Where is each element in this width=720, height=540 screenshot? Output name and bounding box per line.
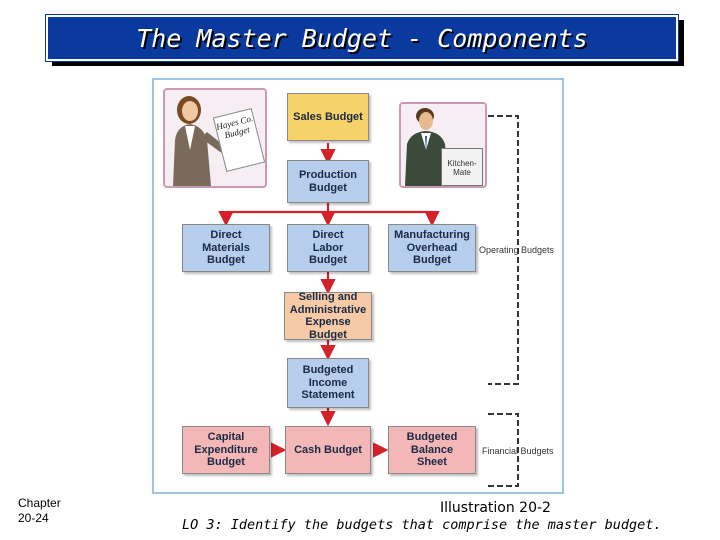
slide-title: The Master Budget - Components [136,23,588,53]
selling-admin-expense-budget-box: Selling and Administrative Expense Budge… [284,291,372,341]
businessman-illustration: Kitchen- Mate [399,102,487,188]
operating-budgets-bracket [488,115,519,385]
direct-materials-budget-box: Direct Materials Budget [182,224,270,272]
operating-budgets-label: Operating Budgets [479,245,555,255]
financial-budgets-label: Financial Budgets [482,446,554,456]
budgeted-balance-sheet-box: Budgeted Balance Sheet [388,426,476,474]
direct-labor-budget-box: Direct Labor Budget [287,224,369,272]
diagram-panel [152,78,564,494]
title-bar: The Master Budget - Components [45,14,679,62]
capital-expenditure-budget-box: Capital Expenditure Budget [182,426,270,474]
learning-objective: LO 3: Identify the budgets that comprise… [182,517,662,533]
illustration-label: Illustration 20-2 [440,500,551,516]
financial-budgets-bracket [488,413,519,487]
sales-budget-box: Sales Budget [287,93,369,141]
chapter-label: Chapter 20-24 [18,496,61,525]
kitchen-mate-box: Kitchen- Mate [441,148,483,186]
budgeted-income-statement-box: Budgeted Income Statement [287,358,369,408]
cash-budget-box: Cash Budget [285,426,371,474]
manufacturing-overhead-budget-box: Manufacturing Overhead Budget [388,224,476,272]
production-budget-box: Production Budget [287,160,369,203]
businesswoman-illustration: Hayes Co. Budget [163,88,267,188]
